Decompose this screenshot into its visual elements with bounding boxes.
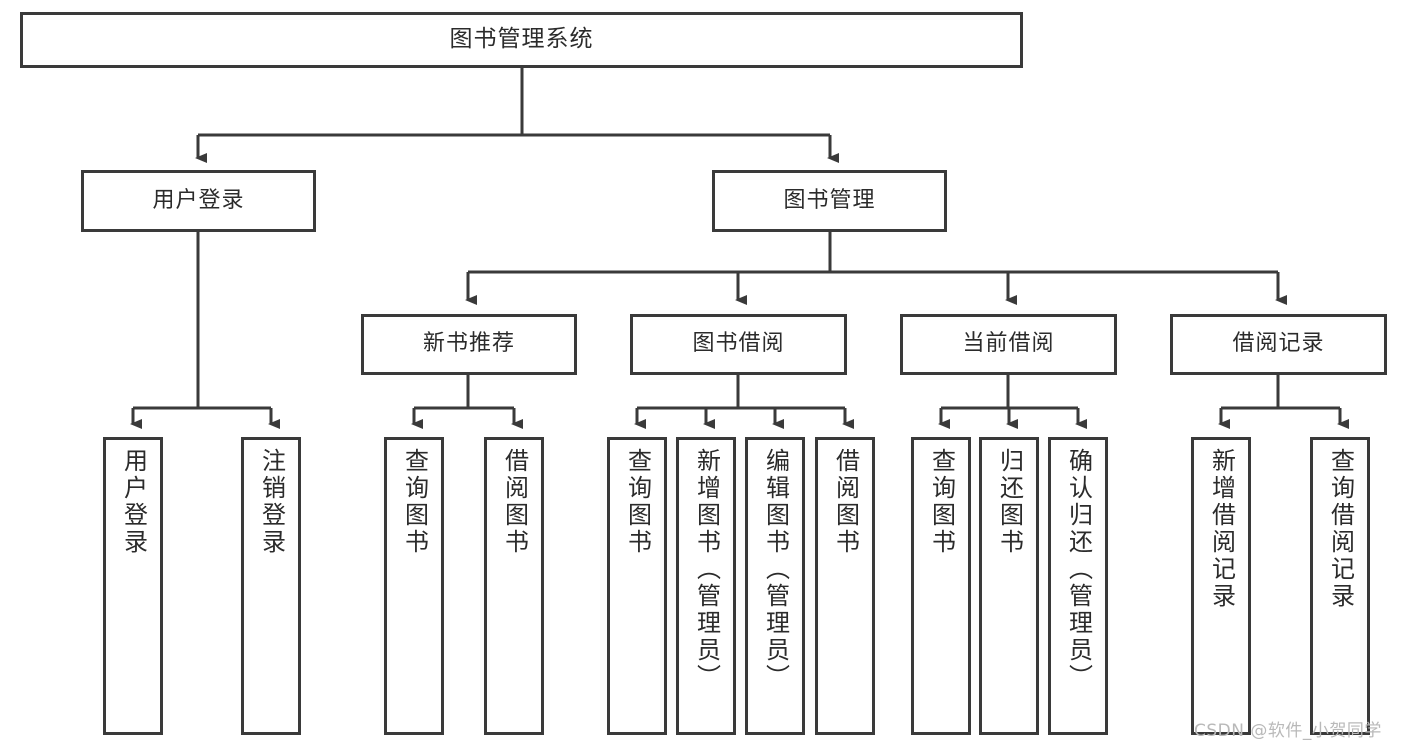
leaf-borrow-book[interactable]: 借阅图书	[815, 437, 875, 735]
node-root-system[interactable]: 图书管理系统	[20, 12, 1023, 68]
node-current-borrow[interactable]: 当前借阅	[900, 314, 1117, 375]
leaf-edit-book-admin[interactable]: 编辑图书（管理员）	[745, 437, 805, 735]
node-borrow-record[interactable]: 借阅记录	[1170, 314, 1387, 375]
node-label: 新增图书（管理员）	[692, 448, 721, 691]
leaf-user-logout[interactable]: 注销登录	[241, 437, 301, 735]
node-label: 查询图书	[400, 448, 429, 556]
node-label: 借阅图书	[500, 448, 529, 556]
leaf-confirm-return-admin[interactable]: 确认归还（管理员）	[1048, 437, 1108, 735]
node-label: 用户登录	[152, 187, 245, 213]
node-label: 借阅图书	[831, 448, 860, 556]
node-label: 归还图书	[995, 448, 1024, 556]
leaf-query-borrow-record[interactable]: 查询借阅记录	[1310, 437, 1370, 735]
watermark-text: CSDN @软件_小贺同学	[1194, 721, 1382, 741]
node-book-borrow[interactable]: 图书借阅	[630, 314, 847, 375]
node-label: 图书管理系统	[449, 26, 594, 53]
node-label: 用户登录	[119, 448, 148, 556]
leaf-borrow-book-recommend[interactable]: 借阅图书	[484, 437, 544, 735]
leaf-query-book-current[interactable]: 查询图书	[911, 437, 971, 735]
leaf-return-book[interactable]: 归还图书	[979, 437, 1039, 735]
node-label: 查询图书	[623, 448, 652, 556]
node-book-management[interactable]: 图书管理	[712, 170, 947, 232]
node-new-book-recommend[interactable]: 新书推荐	[361, 314, 577, 375]
node-label: 注销登录	[257, 448, 286, 556]
node-label: 图书管理	[783, 187, 876, 213]
leaf-add-borrow-record[interactable]: 新增借阅记录	[1191, 437, 1251, 735]
node-label: 当前借阅	[962, 331, 1055, 357]
leaf-query-book-recommend[interactable]: 查询图书	[384, 437, 444, 735]
node-label: 编辑图书（管理员）	[761, 448, 790, 691]
leaf-add-book-admin[interactable]: 新增图书（管理员）	[676, 437, 736, 735]
leaf-query-book-borrow[interactable]: 查询图书	[607, 437, 667, 735]
node-label: 图书借阅	[692, 331, 785, 357]
node-user-login[interactable]: 用户登录	[81, 170, 316, 232]
node-label: 查询借阅记录	[1326, 448, 1355, 610]
node-label: 新书推荐	[422, 331, 515, 357]
node-label: 查询图书	[927, 448, 956, 556]
node-label: 确认归还（管理员）	[1064, 448, 1093, 691]
node-label: 新增借阅记录	[1207, 448, 1236, 610]
node-label: 借阅记录	[1232, 331, 1325, 357]
leaf-user-login[interactable]: 用户登录	[103, 437, 163, 735]
